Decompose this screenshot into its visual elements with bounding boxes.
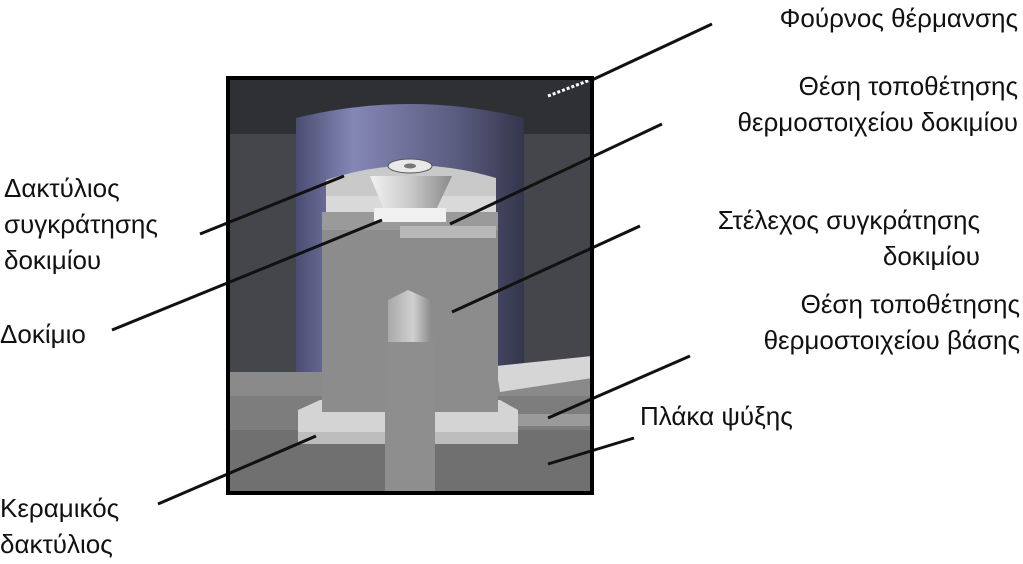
label-specimen-holding-rod-line1: Στέλεχος συγκράτησης [717, 205, 980, 235]
leader-specimen-thermocouple [449, 122, 663, 226]
label-specimen-holding-ring-line2: συγκράτησης [4, 209, 158, 239]
label-specimen-thermocouple-line1: Θέση τοποθέτησης [798, 71, 1018, 101]
label-ceramic-ring-line2: δακτύλιος [0, 529, 113, 559]
label-base-thermocouple-line2: θερμοστοιχείου βάσης [763, 325, 1020, 355]
label-specimen-holding-ring-line3: δοκιμίου [4, 245, 102, 275]
central-pin-part [385, 290, 435, 493]
specimen-part [370, 158, 452, 222]
leader-specimen-holding-rod [451, 224, 641, 314]
leader-specimen [111, 218, 383, 332]
label-cooling-plate-text: Πλάκα ψύξης [640, 401, 793, 431]
label-specimen-holding-ring-line1: Δακτύλιος [4, 173, 120, 203]
label-ceramic-ring-line1: Κεραμικός [0, 493, 120, 523]
label-heating-furnace-text: Φούρνος θέρμανσης [779, 3, 1018, 33]
label-specimen-thermocouple-line2: θερμοστοιχείου δοκιμίου [737, 107, 1018, 137]
base-thermocouple-slot [496, 356, 592, 426]
diagram-frame [226, 76, 594, 495]
leader-ceramic-ring [157, 434, 317, 506]
label-ceramic-ring: Κεραμικός δακτύλιος [0, 490, 180, 562]
label-specimen-holding-ring: Δακτύλιος συγκράτησης δοκιμίου [4, 170, 204, 278]
label-specimen-thermocouple: Θέση τοποθέτησης θερμοστοιχείου δοκιμίου [650, 68, 1018, 140]
label-specimen-holding-rod-line2: δοκιμίου [882, 241, 980, 271]
label-base-thermocouple-line1: Θέση τοποθέτησης [800, 289, 1020, 319]
label-specimen: Δοκίμιο [0, 316, 120, 352]
leader-heating-furnace [591, 22, 713, 82]
label-cooling-plate: Πλάκα ψύξης [640, 398, 860, 434]
leader-base-thermocouple [547, 354, 691, 420]
leader-lines [111, 22, 713, 506]
label-specimen-holding-rod: Στέλεχος συγκράτησης δοκιμίου [630, 202, 980, 274]
label-base-thermocouple: Θέση τοποθέτησης θερμοστοιχείου βάσης [680, 286, 1020, 358]
leader-specimen-holding-ring [199, 174, 345, 236]
label-specimen-text: Δοκίμιο [0, 319, 86, 349]
furnace-indicator [547, 78, 591, 98]
label-heating-furnace: Φούρνος θέρμανσης [700, 0, 1018, 36]
